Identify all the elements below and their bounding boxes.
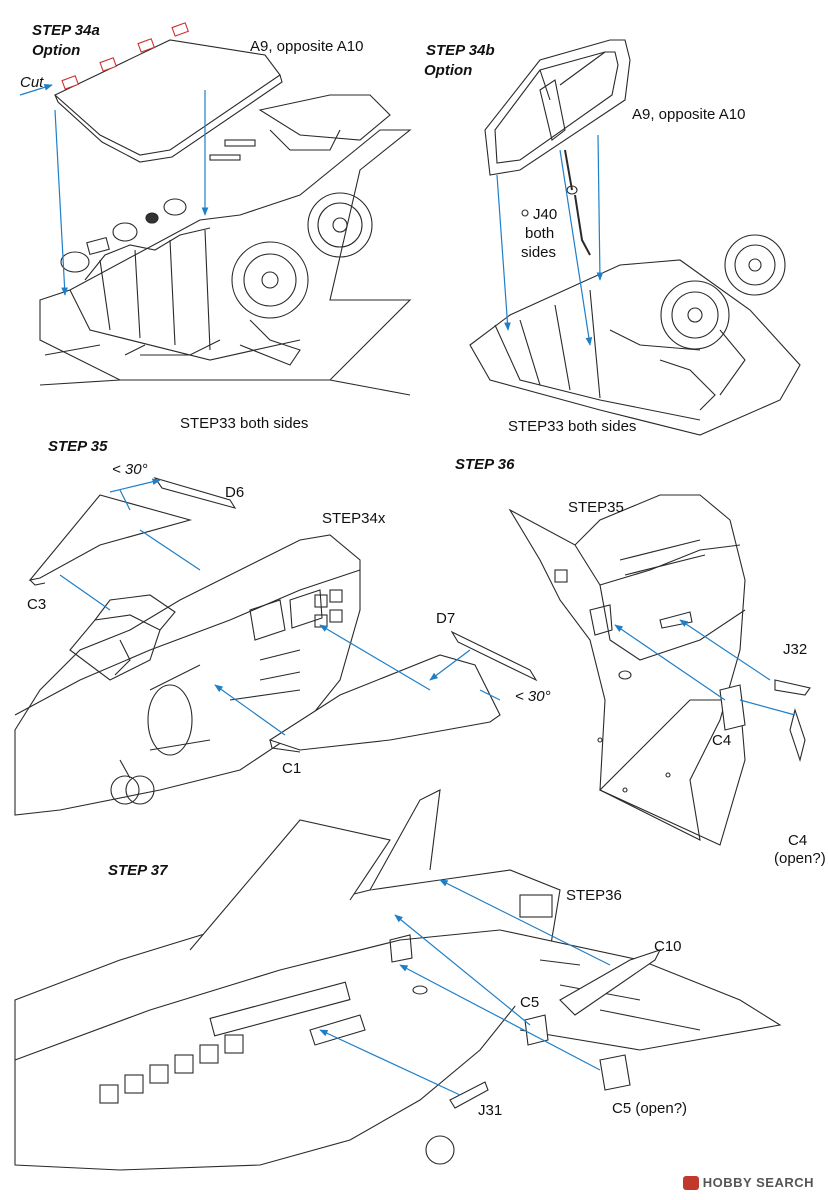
step36-drawing [508, 494, 811, 846]
angle-label-bottom: < 30° [515, 688, 551, 705]
j40-sides-label: sides [521, 244, 557, 261]
c4-open-label: (open?) [774, 850, 826, 867]
step35-arrows [59, 478, 501, 736]
cut-label: Cut [20, 74, 44, 91]
step-36-title: STEP 36 [455, 456, 515, 473]
a9-opposite-a10-label-right: A9, opposite A10 [632, 106, 746, 123]
step-34b-option: Option [424, 62, 473, 79]
watermark: HOBBY SEARCH [682, 1175, 814, 1190]
step-34a-title: STEP 34a [32, 22, 100, 39]
step35-label: STEP35 [568, 499, 624, 516]
c5-open-label: C5 (open?) [612, 1100, 688, 1117]
step34b-arrows [496, 134, 604, 346]
step-35-title: STEP 35 [48, 438, 108, 455]
d6-label: D6 [225, 484, 245, 501]
c5-label: C5 [520, 994, 540, 1011]
j32-label: J32 [783, 641, 808, 658]
c10-label: C10 [654, 938, 682, 955]
step36-label: STEP36 [566, 887, 622, 904]
step33-both-sides-label-left: STEP33 both sides [180, 415, 309, 432]
c4-label-b: C4 [788, 832, 808, 849]
step33-both-sides-label-right: STEP33 both sides [508, 418, 637, 435]
j40-label: J40 [533, 206, 558, 223]
watermark-text: HOBBY SEARCH [702, 1175, 814, 1190]
step37-arrows [319, 879, 611, 1096]
c1-label: C1 [282, 760, 302, 777]
step37-drawing [14, 789, 782, 1171]
j40-both-label: both [525, 225, 555, 242]
j31-label: J31 [478, 1102, 503, 1119]
step-34a-option: Option [32, 42, 81, 59]
a9-opposite-a10-label-left: A9, opposite A10 [250, 38, 364, 55]
step34a-arrows [19, 84, 209, 296]
angle-label-top: < 30° [112, 461, 148, 478]
step35-drawing [14, 477, 538, 816]
c3-label: C3 [27, 596, 47, 613]
step36-arrows [614, 619, 796, 716]
step34a-drawing [39, 22, 412, 396]
watermark-logo-icon [682, 1175, 699, 1190]
c4-label-a: C4 [712, 732, 732, 749]
d7-label: D7 [436, 610, 456, 627]
step34b-drawing [469, 39, 801, 436]
step-37-title: STEP 37 [108, 862, 168, 879]
step34x-label: STEP34x [322, 510, 386, 527]
step-34b-title: STEP 34b [426, 42, 495, 59]
